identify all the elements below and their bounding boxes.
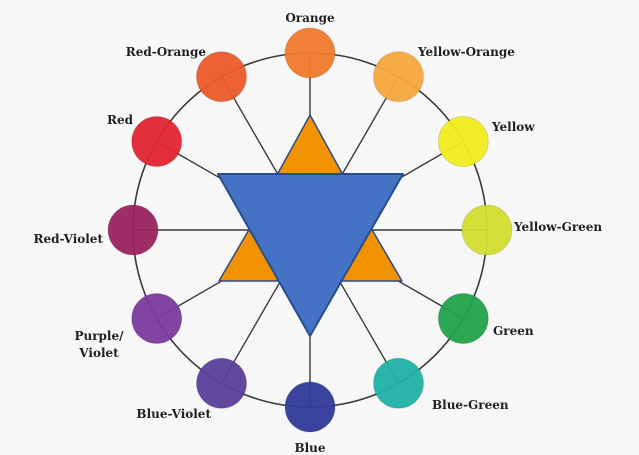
label-green: Green: [493, 324, 534, 338]
swatch-blue-violet: [197, 352, 247, 412]
label-red-violet: Red-Violet: [33, 232, 103, 246]
swatch-blue-green: [374, 352, 424, 412]
triangles: [218, 115, 403, 336]
label-yellow-orange: Yellow-Orange: [417, 45, 515, 59]
swatch-green: [438, 288, 488, 348]
swatch-yellow: [438, 111, 488, 171]
orange-triangle-top: [277, 115, 343, 175]
swatch-red-violet: [108, 199, 158, 259]
label-orange: Orange: [285, 11, 335, 25]
label-yellow-green: Yellow-Green: [513, 220, 602, 234]
swatch-purple-violet: [132, 288, 182, 348]
swatch-red: [132, 111, 182, 171]
swatch-blue: [285, 376, 335, 436]
swatch-orange: [285, 22, 335, 82]
label-red: Red: [107, 113, 134, 127]
label-purple-violet: Purple/Violet: [74, 329, 124, 360]
swatch-yellow-orange: [374, 46, 424, 106]
label-blue: Blue: [294, 441, 325, 455]
label-blue-violet: Blue-Violet: [136, 407, 211, 421]
label-blue-green: Blue-Green: [432, 398, 509, 412]
label-yellow: Yellow: [491, 120, 535, 134]
swatch-yellow-green: [462, 199, 512, 259]
label-red-orange: Red-Orange: [126, 45, 207, 59]
